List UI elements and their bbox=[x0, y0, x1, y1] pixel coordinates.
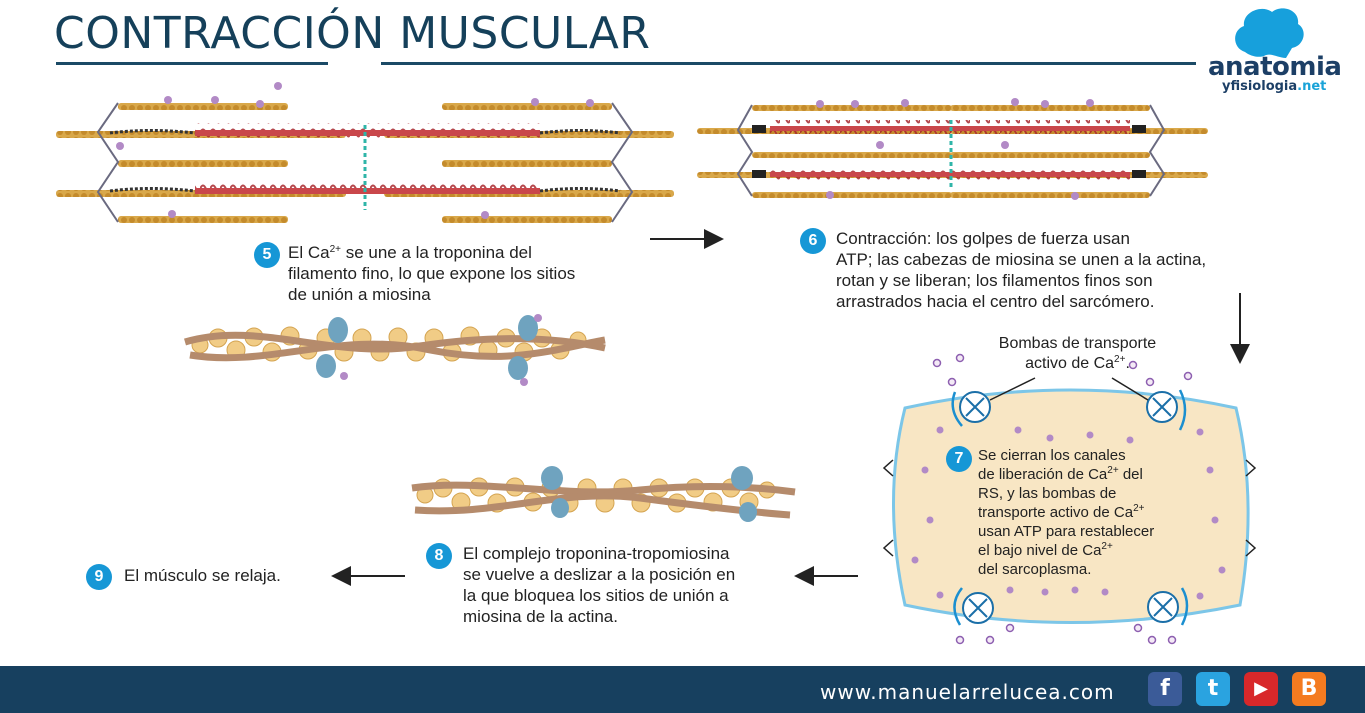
step-6-badge: 6 bbox=[800, 228, 826, 254]
step-7-text: 7 Se cierran los canales de liberación d… bbox=[946, 446, 1201, 579]
thin-filament-blocked bbox=[411, 466, 796, 522]
youtube-icon[interactable]: ▶ bbox=[1244, 672, 1278, 706]
logo-wordmark: anatomia bbox=[1208, 52, 1342, 82]
pumps-label: Bombas de transporte activo de Ca2+. bbox=[998, 335, 1157, 372]
thin-filament-exposed bbox=[184, 314, 606, 386]
title-underline-left bbox=[56, 62, 328, 65]
step-7-badge: 7 bbox=[946, 446, 972, 472]
title-underline-right bbox=[381, 62, 1196, 65]
step-9-text: 9 El músculo se relaja. bbox=[86, 564, 346, 590]
step-8-badge: 8 bbox=[426, 543, 452, 569]
step-9-badge: 9 bbox=[86, 564, 112, 590]
step-5-badge: 5 bbox=[254, 242, 280, 268]
footer-bar bbox=[0, 666, 1365, 713]
sarcoplasmic-reticulum-cell bbox=[882, 353, 1257, 645]
flow-arrows bbox=[331, 229, 1250, 586]
sarcomere-contracted bbox=[697, 98, 1208, 200]
twitter-icon[interactable]: t bbox=[1196, 672, 1230, 706]
blogger-icon[interactable]: B bbox=[1292, 672, 1326, 706]
facebook-icon[interactable]: f bbox=[1148, 672, 1182, 706]
footer-site-link[interactable]: www.manuelarrelucea.com bbox=[820, 680, 1115, 704]
step-6-text: 6 Contracción: los golpes de fuerza usan… bbox=[800, 228, 1260, 312]
step-5-text: 5 El Ca2+ se une a la troponina del fila… bbox=[254, 242, 634, 305]
logo-subtitle: yfisiologia.net bbox=[1222, 79, 1327, 94]
sarcomere-relaxed bbox=[56, 82, 674, 223]
page-title: CONTRACCIÓN MUSCULAR bbox=[54, 8, 651, 59]
step-8-text: 8 El complejo troponina-tropomiosina se … bbox=[426, 543, 806, 627]
